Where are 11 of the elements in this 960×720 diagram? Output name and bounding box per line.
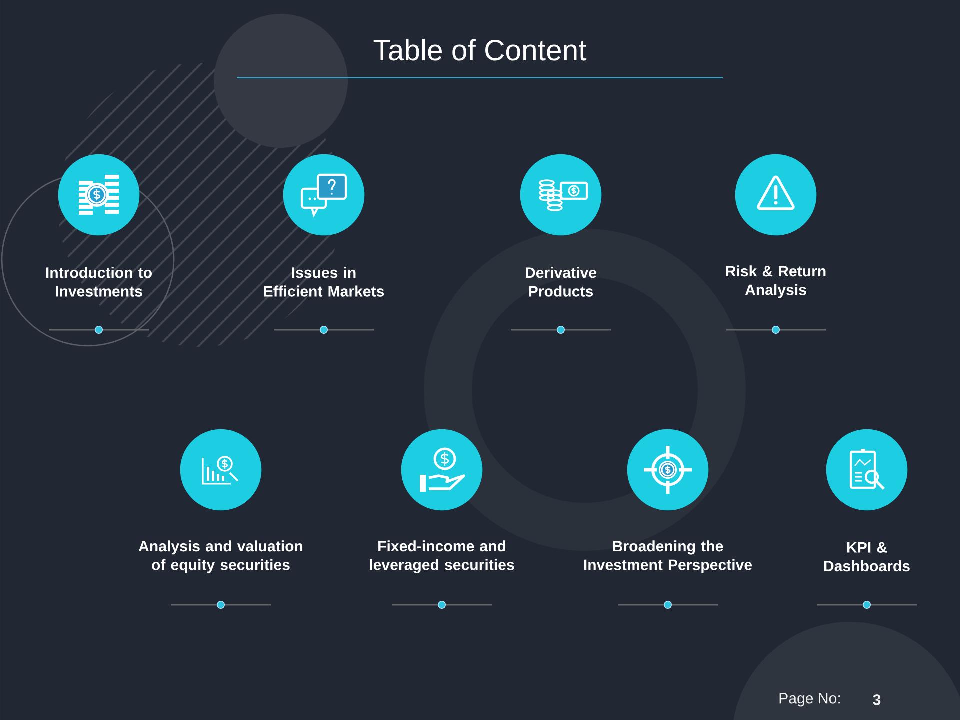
topic-title: Issues in Efficient Markets [264, 267, 384, 297]
topic-title: KPI & Dashboards [824, 542, 910, 572]
page-number: 3 [873, 694, 881, 706]
topic-title: Broadening the Investment Perspective [584, 540, 752, 574]
topic-title: Analysis and valuation of equity securities [138, 540, 303, 574]
slide-title: Table of Content [374, 39, 587, 61]
topic-title: Risk & Return Analysis [726, 266, 826, 298]
topic-title: Introduction to Investments [46, 267, 152, 297]
page-number-label: Page No: [780, 693, 840, 707]
topic-title: Fixed-income and leveraged securities [370, 540, 514, 574]
topic-title: Derivative Products [526, 267, 596, 297]
